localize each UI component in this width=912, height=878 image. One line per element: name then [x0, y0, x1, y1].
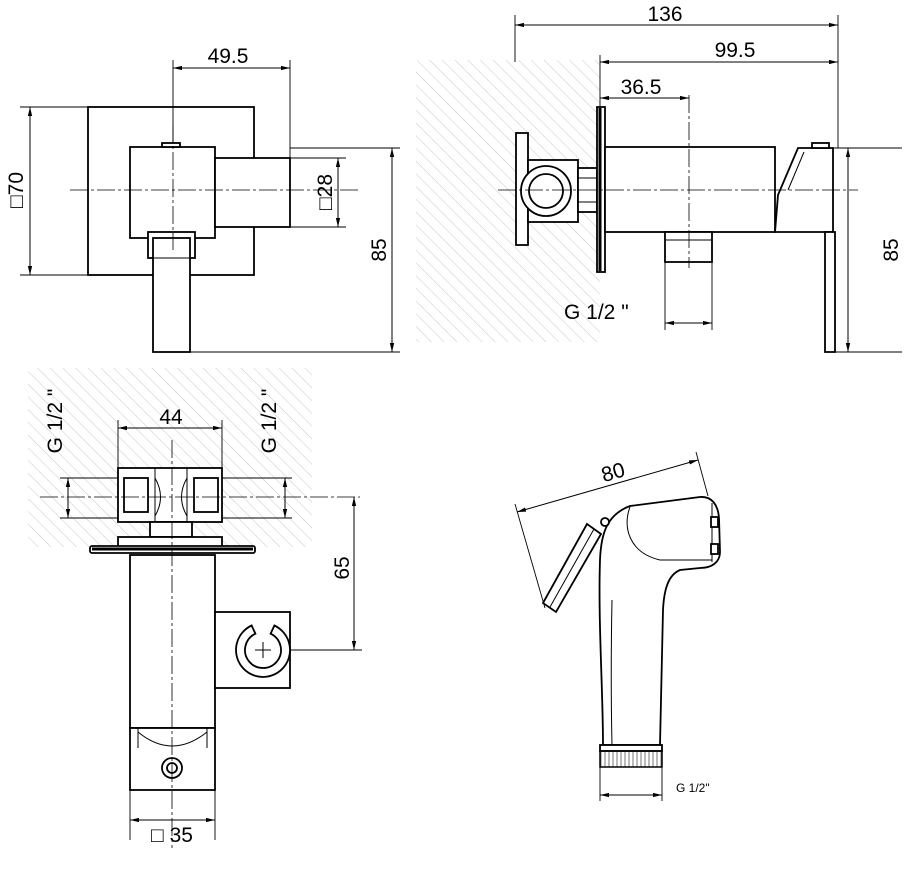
- spray-nozzle-slot: [710, 516, 719, 528]
- lever-handle: [152, 237, 191, 353]
- lever-head-line: [787, 151, 805, 191]
- top-view: 44 G 1/2 " G 1/2 " 65 □ 35: [28, 368, 362, 848]
- dimension-label-85: 85: [368, 238, 391, 261]
- hand-shower-body: [598, 496, 721, 746]
- dimension-label-outlet-thread: G 1/2 ": [564, 301, 629, 324]
- dimension-label-80: 80: [599, 458, 628, 487]
- hose-connector-knurl: [599, 750, 663, 768]
- dimension-label-85: 85: [880, 238, 903, 261]
- dimension-label-65: 65: [331, 556, 354, 579]
- cover-plate-edge: [92, 547, 253, 551]
- hand-shower-head-line: [626, 506, 712, 561]
- dimension-label-thread-left: G 1/2 ": [44, 389, 67, 454]
- dimension-label-thread-right: G 1/2 ": [258, 389, 281, 454]
- front-view: 49.5 □70 □28 85: [5, 45, 400, 353]
- spout-square: [214, 157, 291, 228]
- mixer-body: [129, 146, 216, 239]
- dimension-label-136: 136: [647, 3, 682, 26]
- dimension-label-36-5: 36.5: [621, 76, 662, 99]
- dimension-label-99-5: 99.5: [715, 39, 756, 62]
- inlet-fitting: [117, 467, 223, 523]
- extension-line: [695, 451, 709, 497]
- dimension-label-shower-thread: G 1/2": [676, 781, 710, 795]
- hand-shower-shade-line: [610, 599, 613, 746]
- mixer-body-side: [604, 146, 776, 233]
- trigger-lever-line: [549, 528, 595, 608]
- spray-nozzle-slot: [710, 543, 719, 555]
- side-view: 136 99.5 36.5 85 G 1/2 ": [416, 3, 903, 353]
- inlet-bore-left: [123, 477, 149, 513]
- mixer-body-top: [129, 554, 216, 729]
- dimension-label-square-35: □ 35: [151, 824, 193, 847]
- lever-head-cap: [811, 142, 830, 149]
- hose-connector-band: [599, 744, 663, 752]
- dimension-label-square-28: □28: [314, 174, 337, 210]
- dimension-label-49-5: 49.5: [208, 45, 249, 68]
- inlet-bore-right: [193, 477, 219, 513]
- fitting-stem: [149, 521, 193, 538]
- lever-handle-side: [824, 231, 836, 353]
- dimension-label-square-70: □70: [5, 172, 28, 208]
- body-top-cap: [161, 142, 181, 148]
- dimension-line-80: [516, 459, 699, 513]
- hand-shower-view: 80 G 1/2": [514, 451, 721, 801]
- extension-line: [514, 503, 546, 609]
- trigger-pivot: [600, 517, 610, 527]
- cover-plate-edge: [598, 108, 602, 271]
- inlet-nut-inner: [528, 173, 564, 209]
- outlet-connector: [664, 231, 713, 263]
- holder-cradle: [235, 624, 291, 678]
- holder-block: [214, 611, 291, 689]
- dimension-label-44: 44: [159, 406, 183, 429]
